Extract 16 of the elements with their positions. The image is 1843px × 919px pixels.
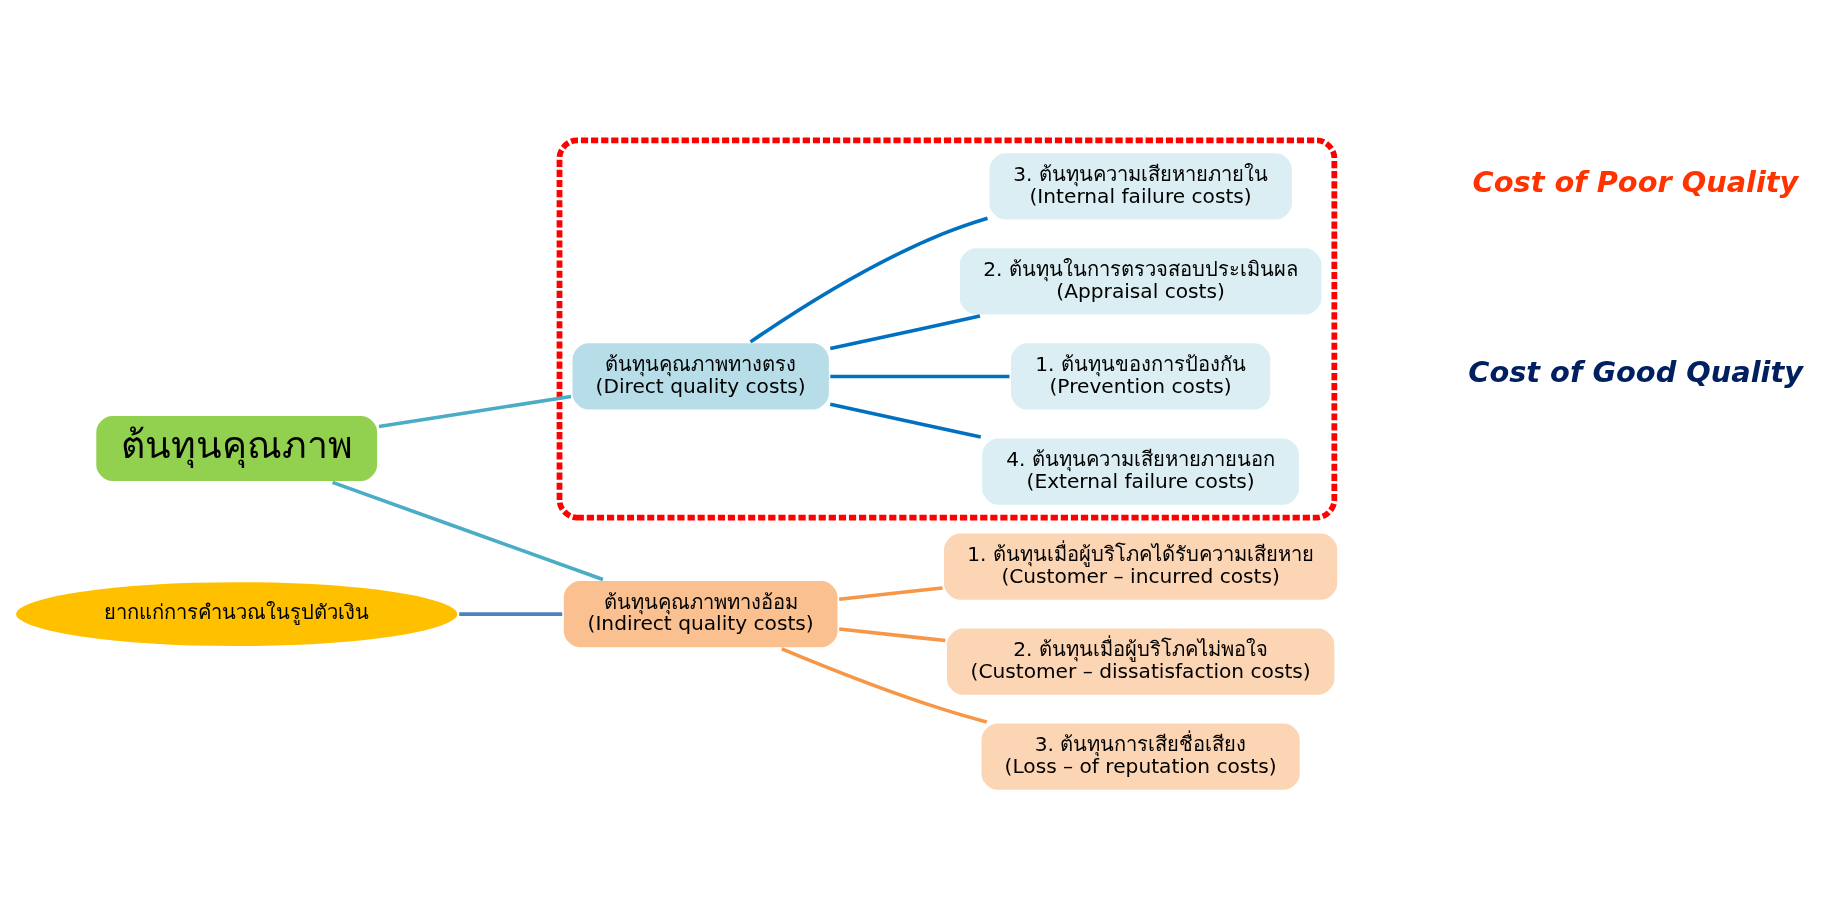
connector — [839, 626, 946, 642]
node-box: 3. ต้นทุนการเสียชื่อเสียง (Loss – of reputation costs) — [978, 720, 1303, 793]
connector — [829, 402, 982, 439]
node-box: 1. ต้นทุนเมื่อผู้บริโภคได้รับความเสียหาย (Customer – incurred costs) — [941, 530, 1341, 603]
connector — [781, 646, 988, 724]
cluster — [556, 136, 1338, 520]
connector — [749, 215, 988, 343]
node-box: 2. ต้นทุนเมื่อผู้บริโภคไม่พอใจ (Customer – dissatisfaction costs) — [944, 625, 1338, 698]
connector — [829, 313, 981, 350]
label: Cost of Good Quality — [1468, 354, 1803, 389]
connector — [459, 611, 563, 616]
label: Cost of Poor Quality — [1472, 164, 1799, 199]
connector — [830, 374, 1010, 378]
node-box: 4. ต้นทุนความเสียหายภายนอก (External failure costs) — [979, 435, 1302, 508]
connector — [331, 480, 604, 581]
connector — [839, 585, 943, 601]
